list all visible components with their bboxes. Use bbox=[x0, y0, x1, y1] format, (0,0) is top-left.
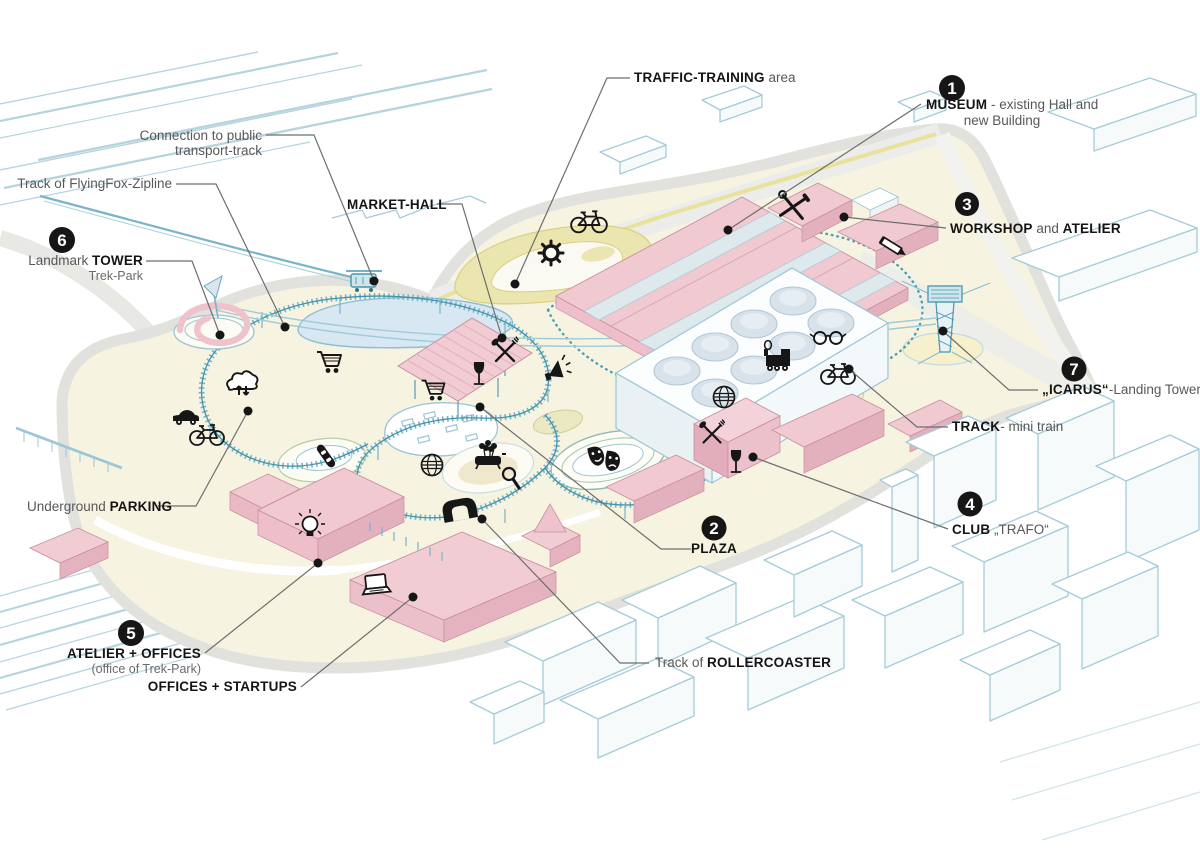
landmark-tower bbox=[173, 274, 255, 350]
theater-masks-icon bbox=[587, 446, 620, 471]
callout-labels: TRAFFIC-TRAINING area MUSEUM - existing … bbox=[17, 70, 1200, 694]
label-club-trafo: CLUB „TRAFO“ bbox=[952, 522, 1049, 537]
bridge-west bbox=[15, 426, 443, 561]
label-plaza: PLAZA bbox=[691, 541, 737, 556]
megaphone-icon bbox=[544, 354, 572, 381]
badge-plaza: 2 bbox=[701, 515, 727, 541]
laptop-icon bbox=[361, 573, 393, 596]
road-inner-west bbox=[92, 516, 341, 576]
chapel-building bbox=[521, 503, 581, 568]
label-zipline: Track of FlyingFox-Zipline bbox=[17, 176, 172, 191]
label-museum: MUSEUM - existing Hall and bbox=[926, 97, 1098, 112]
pencil-icon bbox=[878, 235, 906, 256]
badge-icarus: 7 bbox=[1061, 356, 1087, 382]
pink-slab-plaza bbox=[605, 454, 705, 524]
context-city-blocks bbox=[331, 77, 1200, 759]
label-public-transport-2: transport-track bbox=[175, 143, 262, 158]
glasses-icon bbox=[809, 331, 847, 345]
leader-lines bbox=[146, 77, 1038, 688]
tools-icon bbox=[778, 190, 810, 220]
tunnel-icon bbox=[442, 497, 479, 523]
transport-track-connection bbox=[39, 194, 369, 286]
label-museum-line2: new Building bbox=[964, 113, 1041, 128]
label-atelier-offices: ATELIER + OFFICES bbox=[67, 646, 201, 661]
small-building-southwest bbox=[29, 527, 109, 580]
label-rollercoaster: Track of ROLLERCOASTER bbox=[655, 655, 831, 670]
badge-club: 4 bbox=[957, 491, 983, 517]
label-workshop: WORKSHOP and ATELIER bbox=[950, 221, 1121, 236]
locomotive-icon bbox=[763, 339, 790, 371]
lightbulb-icon bbox=[295, 509, 325, 536]
railway-lines-northwest bbox=[0, 51, 493, 206]
atelier-offices-building bbox=[229, 467, 406, 565]
badge-number: 5 bbox=[126, 624, 135, 643]
badge-workshop: 3 bbox=[955, 192, 979, 216]
gear-icon bbox=[537, 239, 565, 267]
badge-number: 1 bbox=[947, 79, 956, 98]
label-landmark-tower-sub: Trek-Park bbox=[89, 269, 144, 283]
label-market-hall: MARKET-HALL bbox=[347, 197, 447, 212]
label-icarus: „ICARUS“-Landing Tower bbox=[1042, 382, 1200, 397]
label-track-mini-train: TRACK- mini train bbox=[952, 419, 1063, 434]
pictograms bbox=[173, 190, 906, 596]
workshop-buildings bbox=[767, 182, 939, 270]
label-landmark-tower: Landmark TOWER bbox=[28, 253, 143, 268]
car-icon bbox=[173, 410, 199, 425]
label-offices-startups: OFFICES + STARTUPS bbox=[148, 679, 297, 694]
badge-number: 7 bbox=[1069, 360, 1078, 379]
bathtub-flowers-icon bbox=[475, 440, 506, 470]
badge-number: 3 bbox=[962, 195, 971, 214]
badge-atelier-offices: 5 bbox=[118, 620, 144, 646]
badge-number: 4 bbox=[965, 495, 975, 514]
road-approach-northwest bbox=[0, 230, 158, 342]
magnifier-icon bbox=[501, 466, 521, 490]
faint-streets-southeast bbox=[999, 701, 1200, 841]
skateboard-icon bbox=[316, 444, 336, 468]
cloud-exchange-icon bbox=[226, 370, 259, 396]
label-public-transport-1: Connection to public bbox=[140, 128, 263, 143]
offices-startups-building bbox=[348, 531, 558, 643]
badge-number: 2 bbox=[709, 519, 718, 538]
badge-number: 6 bbox=[57, 231, 66, 250]
leader-dots bbox=[215, 212, 948, 602]
number-badges: 1 3 7 4 2 5 6 bbox=[49, 75, 1087, 646]
icarus-tower bbox=[901, 280, 991, 365]
label-atelier-offices-sub: (office of Trek-Park) bbox=[91, 662, 201, 676]
label-underground-parking: Underground PARKING bbox=[27, 499, 172, 514]
badge-museum: 1 bbox=[939, 75, 965, 101]
badge-landmark-tower: 6 bbox=[49, 227, 75, 253]
tram-icon bbox=[346, 270, 382, 292]
label-traffic-training: TRAFFIC-TRAINING area bbox=[634, 70, 796, 85]
